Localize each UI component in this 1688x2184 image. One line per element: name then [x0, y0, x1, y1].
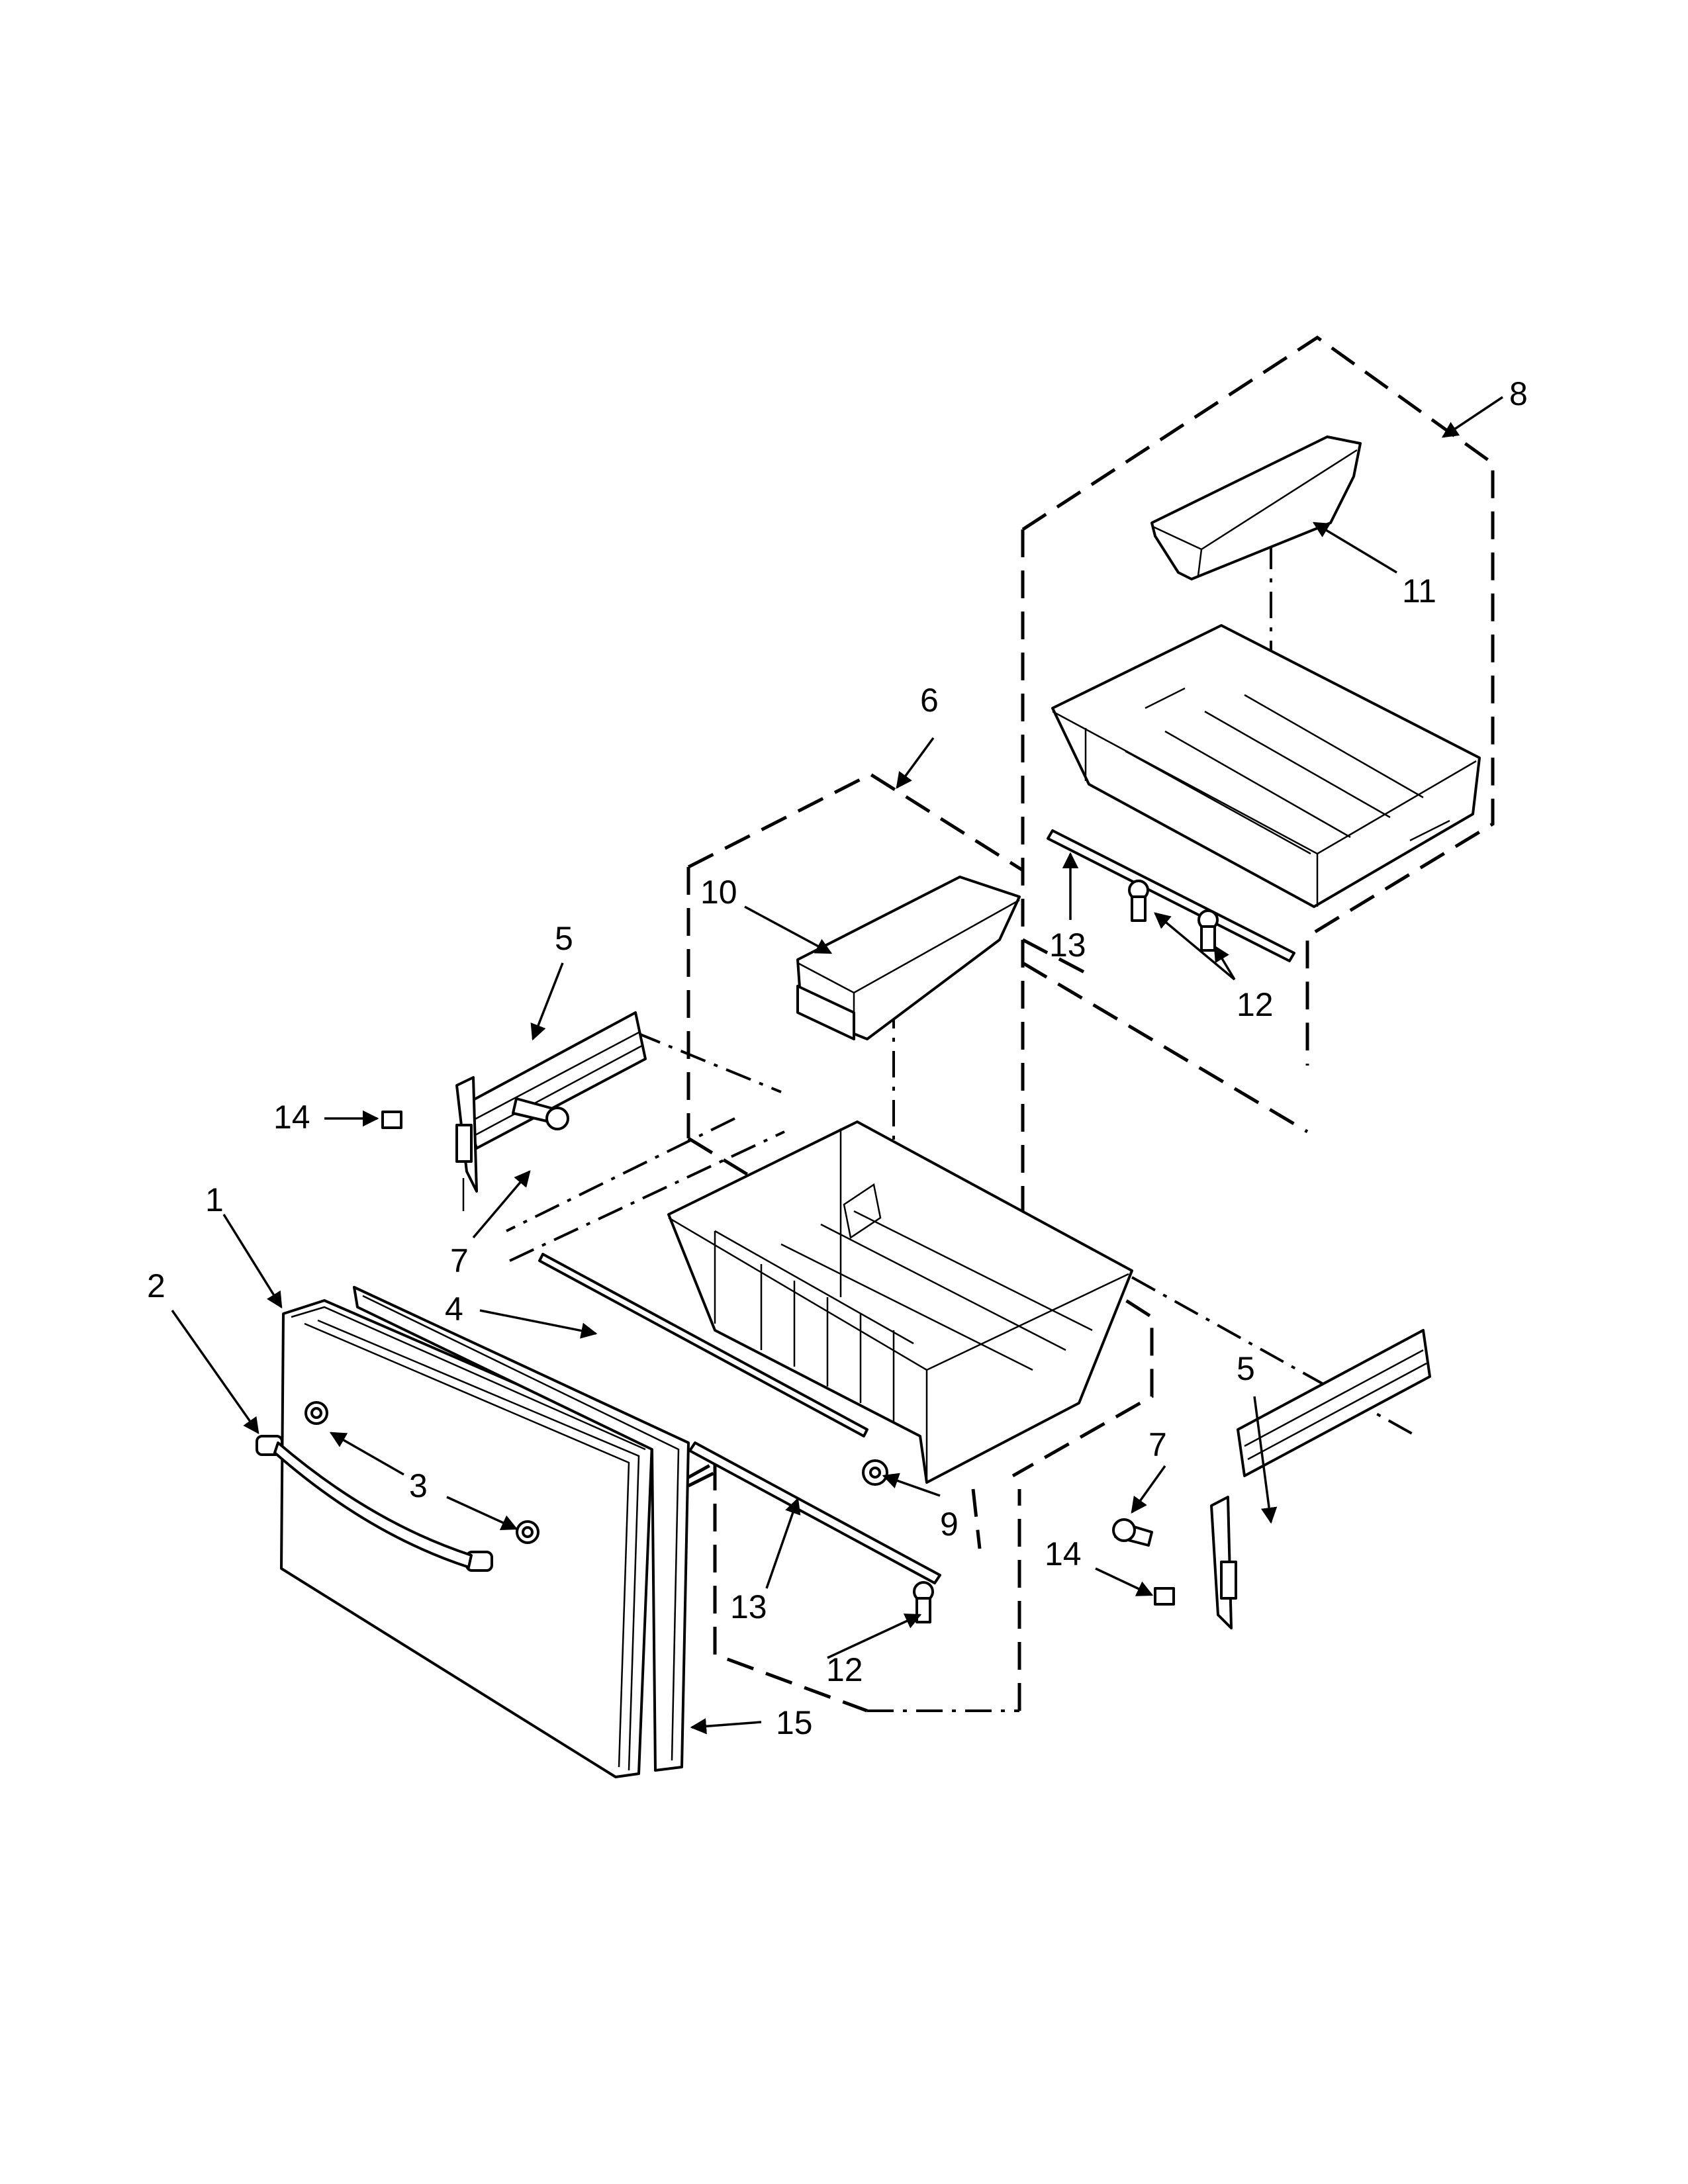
callout-12-center: 12 [826, 1651, 863, 1688]
callout-5-right: 5 [1237, 1350, 1255, 1387]
freezer-door-panel [280, 1299, 653, 1778]
callout-7-right: 7 [1149, 1426, 1167, 1463]
callout-9: 9 [940, 1506, 959, 1543]
callout-labels: 1 2 3 4 5 5 6 7 7 8 9 10 11 12 12 13 13 … [147, 375, 1528, 1741]
door-gasket [353, 1286, 690, 1772]
leader-lines [171, 396, 1503, 1735]
callout-8: 8 [1509, 375, 1528, 412]
clip-right [1154, 1587, 1175, 1606]
rail-screw-left [512, 1097, 569, 1130]
rail-screw-right [1112, 1518, 1153, 1547]
assembly-boundary-8 [1021, 335, 1495, 1234]
drawer-track-strip-center [688, 1441, 941, 1584]
slide-rail-left [455, 1011, 647, 1211]
screw-right-1 [1128, 880, 1149, 922]
callout-15: 15 [776, 1704, 813, 1741]
callout-2: 2 [147, 1267, 165, 1304]
callout-7-left: 7 [450, 1242, 469, 1279]
callout-5-left: 5 [555, 920, 573, 957]
callout-13-center: 13 [730, 1588, 767, 1625]
handle-screws [305, 1401, 539, 1544]
callout-11: 11 [1402, 572, 1436, 610]
callout-3: 3 [409, 1467, 428, 1504]
clip-left [381, 1111, 402, 1129]
callout-12-right: 12 [1237, 986, 1274, 1023]
callout-10: 10 [700, 874, 737, 911]
callout-6: 6 [920, 682, 939, 719]
upper-freezer-basket [1051, 624, 1481, 908]
screw-right-2 [1197, 909, 1219, 952]
door-handle [256, 1435, 493, 1572]
callout-4: 4 [445, 1291, 463, 1328]
callout-13-right: 13 [1049, 927, 1086, 964]
freezer-drawer-basket [667, 1120, 1133, 1484]
drawer-wire-rod [538, 1253, 868, 1437]
top-storage-bin [1150, 435, 1362, 580]
slide-rail-right [1210, 1329, 1431, 1629]
small-storage-bin [796, 876, 1021, 1040]
callout-14-left: 14 [273, 1099, 310, 1136]
callout-14-right: 14 [1045, 1535, 1082, 1572]
callout-1: 1 [205, 1181, 224, 1218]
drawer-stop [862, 1459, 888, 1486]
